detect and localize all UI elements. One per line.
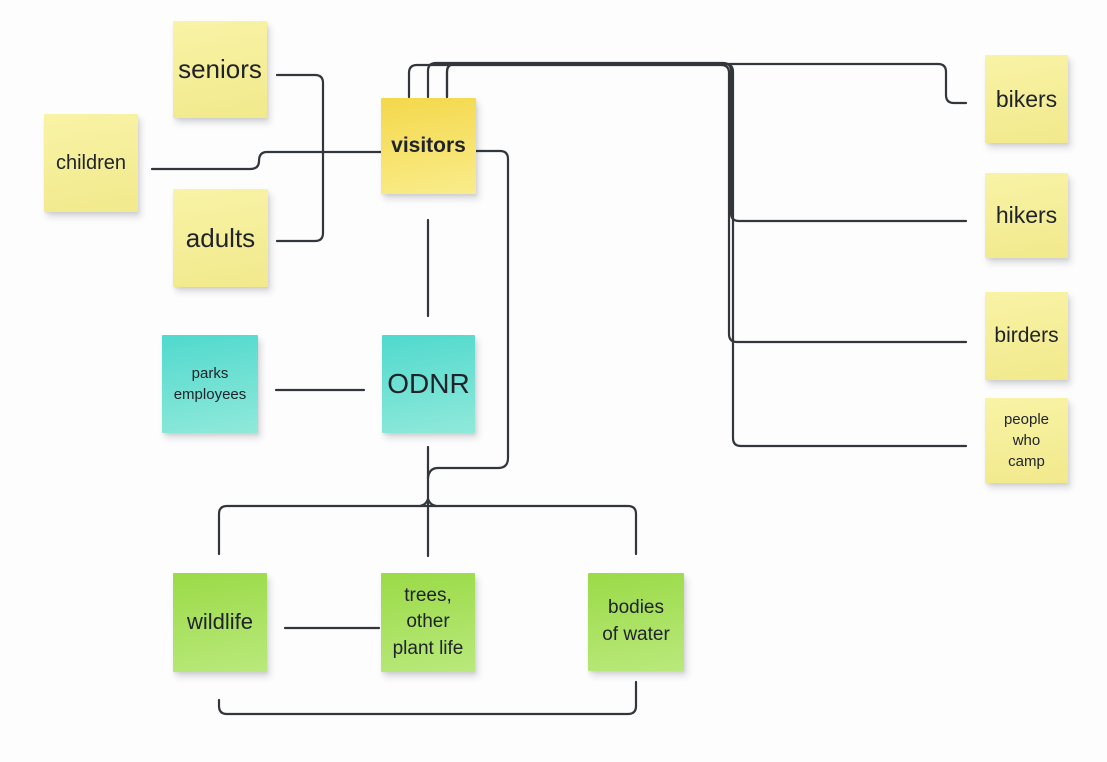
connector-odnr-nature-trunk[interactable] <box>418 445 438 568</box>
sticky-note-label: bodies of water <box>602 597 670 645</box>
connector-parks-odnr[interactable] <box>263 383 377 397</box>
sticky-note-birders[interactable]: birders <box>985 292 1068 380</box>
connector-visitors-hikers[interactable] <box>426 61 978 228</box>
sticky-note-bodies-of-water[interactable]: bodies of water <box>588 573 684 671</box>
sticky-note-label: parks employees <box>173 365 247 403</box>
sticky-note-label: trees, other plant life <box>392 584 464 659</box>
sticky-note-label: ODNR <box>387 368 470 400</box>
sticky-note-label: adults <box>185 222 256 253</box>
sticky-note-label: children <box>55 152 127 174</box>
sticky-note-label: seniors <box>178 54 262 85</box>
connector-visitors-birders[interactable] <box>407 63 978 349</box>
connector-visitors-odnr[interactable] <box>421 207 435 329</box>
arrowhead-down <box>421 315 435 329</box>
sticky-note-label: bikers <box>995 85 1058 112</box>
sticky-note-parks-employees[interactable]: parks employees <box>162 335 258 433</box>
sticky-note-wildlife[interactable]: wildlife <box>173 573 267 672</box>
connector-visitors-nature-join[interactable] <box>426 149 510 480</box>
sticky-note-label: birders <box>994 324 1059 348</box>
connector-visitors-children[interactable] <box>145 150 383 176</box>
sticky-note-label: hikers <box>995 202 1058 229</box>
sticky-note-adults[interactable]: adults <box>173 189 268 287</box>
connector-visitors-seniors-adults[interactable] <box>271 68 325 248</box>
sticky-note-people-who-camp[interactable]: people who camp <box>985 398 1068 483</box>
connector-trees-wildlife[interactable] <box>273 621 381 635</box>
sticky-note-visitors[interactable]: visitors <box>381 98 476 194</box>
connector-visitors-campers[interactable] <box>445 62 978 453</box>
sticky-note-hikers[interactable]: hikers <box>985 173 1068 258</box>
sticky-note-children[interactable]: children <box>44 114 138 212</box>
sticky-note-trees-plant-life[interactable]: trees, other plant life <box>381 573 475 672</box>
connector-nature-split-right[interactable] <box>426 504 643 567</box>
sticky-note-bikers[interactable]: bikers <box>985 55 1068 143</box>
sticky-note-seniors[interactable]: seniors <box>173 21 267 118</box>
sticky-note-label: visitors <box>391 134 466 158</box>
connector-nature-split-left[interactable] <box>212 504 430 567</box>
sticky-note-label: wildlife <box>186 609 254 635</box>
arrowhead-right <box>363 383 377 397</box>
connector-water-wildlife-loop[interactable] <box>212 680 638 716</box>
sticky-note-odnr[interactable]: ODNR <box>382 335 475 433</box>
sticky-note-label: people who camp <box>1003 411 1050 470</box>
connector-visitors-bikers[interactable] <box>445 62 978 110</box>
